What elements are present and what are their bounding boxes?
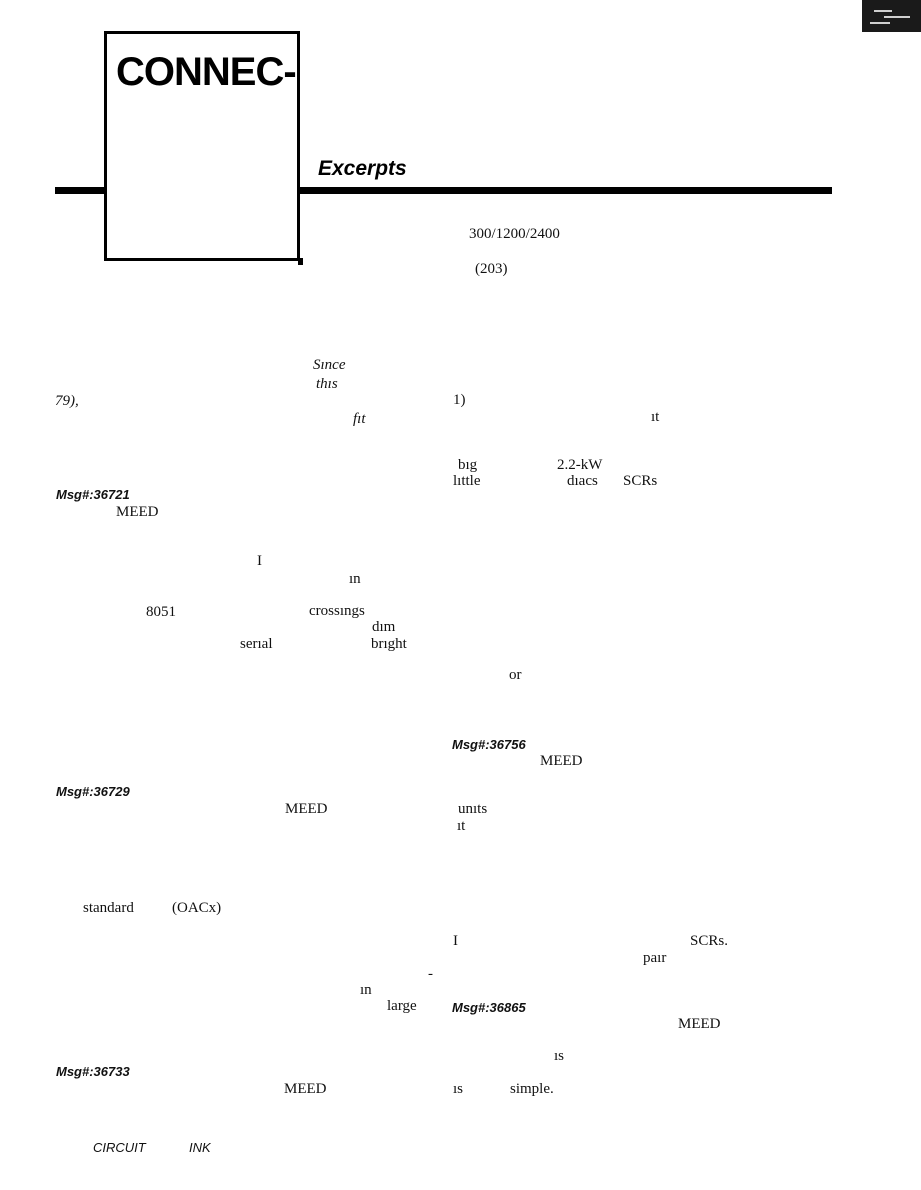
text-fragment: ıt — [457, 818, 466, 834]
header-rule-right — [300, 187, 832, 194]
text-fragment: MEED — [285, 801, 328, 817]
text-fragment: 2.2-kW — [557, 457, 603, 473]
text-fragment: bıg — [458, 457, 478, 473]
text-fragment: standard — [83, 900, 134, 916]
text-fragment: MEED — [116, 504, 159, 520]
text-fragment: 79), — [55, 393, 79, 409]
text-fragment: MEED — [284, 1081, 327, 1097]
text-fragment: fıt — [353, 411, 366, 427]
text-fragment: I — [257, 553, 262, 569]
text-fragment: brıght — [371, 636, 407, 652]
text-fragment: large — [387, 998, 417, 1014]
text-fragment: ıs — [554, 1048, 565, 1064]
text-fragment: ın — [360, 982, 372, 998]
text-fragment: serıal — [240, 636, 273, 652]
text-fragment: SCRs — [623, 473, 658, 489]
text-fragment: lıttle — [453, 473, 481, 489]
text-fragment: SCRs. — [690, 933, 728, 949]
text-fragment: or — [509, 667, 522, 683]
text-fragment: Sınce — [313, 357, 346, 373]
footer-publication-left: CIRCUIT — [93, 1140, 146, 1155]
text-fragment: MEED — [678, 1016, 721, 1032]
text-fragment: dım — [372, 619, 396, 635]
text-fragment: (OACx) — [172, 900, 222, 916]
text-fragment: 8051 — [146, 604, 176, 620]
department-logo-text: CONNEC- — [116, 50, 297, 94]
text-fragment: I — [453, 933, 458, 949]
text-fragment: thıs — [316, 376, 338, 392]
section-label: Excerpts — [318, 157, 407, 180]
message-id: Msg#:36721 — [56, 487, 130, 502]
text-fragment: dıacs — [567, 473, 598, 489]
message-id: Msg#:36865 — [452, 1000, 526, 1015]
corner-scan-mark — [862, 0, 921, 32]
department-logo-box — [104, 31, 300, 261]
text-fragment: paır — [643, 950, 667, 966]
text-fragment: crossıngs — [309, 603, 365, 619]
message-id: Msg#:36733 — [56, 1064, 130, 1079]
footer-publication-right: INK — [189, 1140, 211, 1155]
text-fragment: ıs — [453, 1081, 464, 1097]
text-fragment: MEED — [540, 753, 583, 769]
message-id: Msg#:36756 — [452, 737, 526, 752]
text-fragment: simple. — [510, 1081, 554, 1097]
text-fragment: - — [428, 966, 433, 982]
text-fragment: 1) — [453, 392, 466, 408]
text-fragment: 300/1200/2400 — [469, 226, 560, 242]
text-fragment: ın — [349, 571, 361, 587]
text-fragment: unıts — [458, 801, 488, 817]
message-id: Msg#:36729 — [56, 784, 130, 799]
text-fragment: (203) — [475, 261, 508, 277]
header-rule-left — [55, 187, 106, 194]
logo-box-corner-tick — [298, 258, 303, 265]
text-fragment: ıt — [651, 409, 660, 425]
